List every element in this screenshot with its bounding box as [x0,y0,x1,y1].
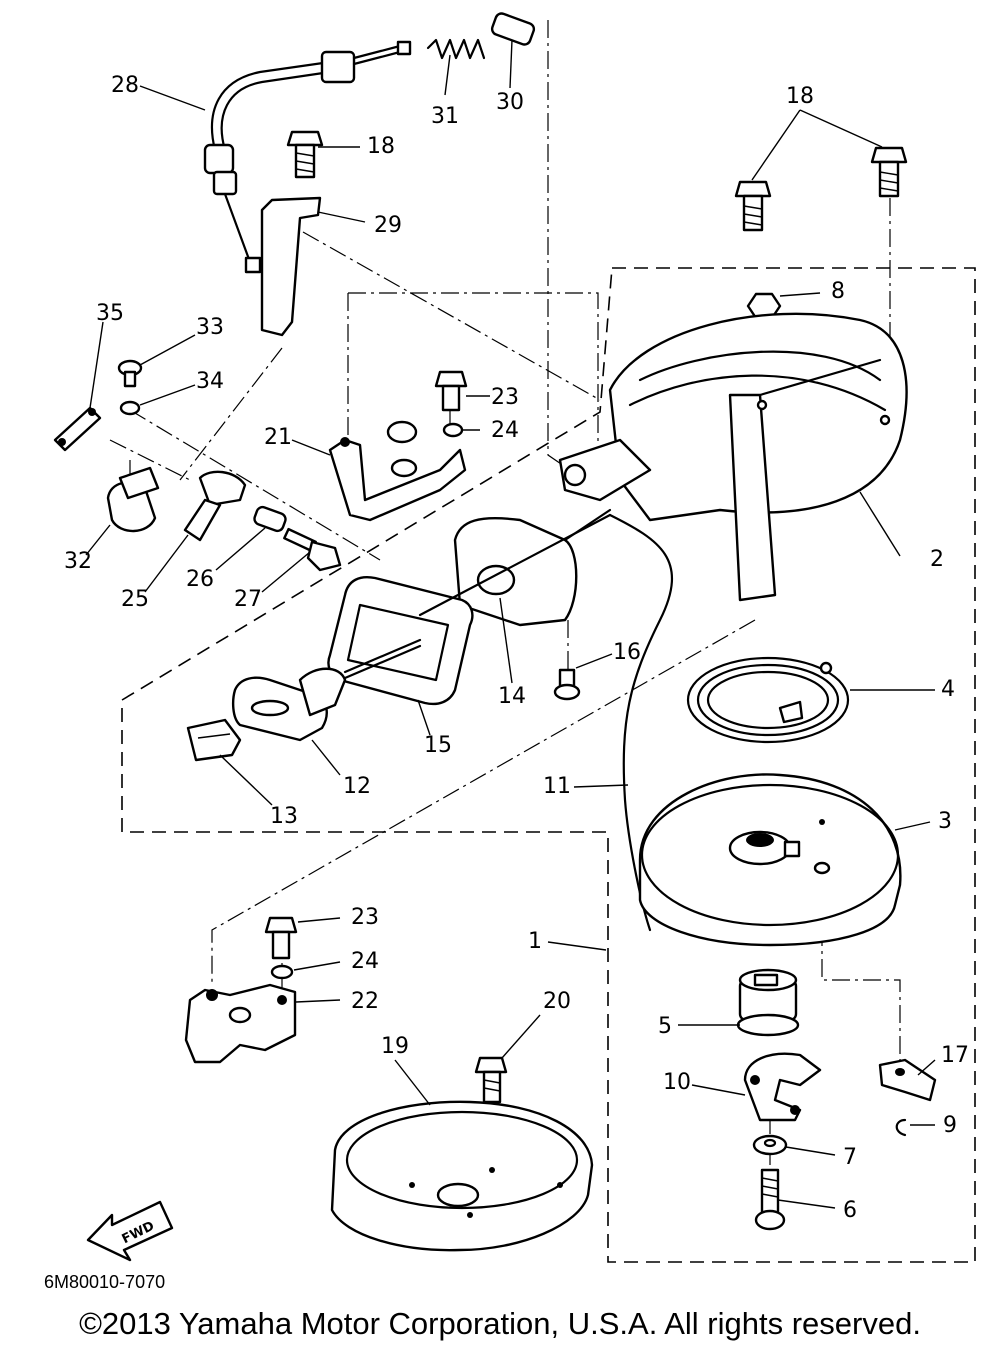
part-32-cam [106,466,160,533]
part-12-handle [231,638,422,742]
part-18-bolt-b [734,180,772,232]
label-part-22: 22 [351,989,379,1014]
drawing-code: 6M80010-7070 [44,1272,165,1292]
part-23-bolt-upper [434,370,468,412]
part-28-cable [203,40,412,274]
part-21-bracket [328,420,467,522]
part-34-washer [119,400,141,416]
copyright-notice: ©2013 Yamaha Motor Corporation, U.S.A. A… [79,1306,921,1341]
part-35-link [53,406,102,452]
label-part-9: 9 [943,1113,957,1138]
part-7-washer [752,1134,788,1156]
part-24-washer-upper [442,422,464,438]
label-part-4: 4 [941,677,955,702]
label-part-33: 33 [196,315,224,340]
part-13-insert [186,718,242,762]
label-part-27: 27 [234,587,262,612]
label-part-25: 25 [121,587,149,612]
label-part-32: 32 [64,549,92,574]
part-3-sheave-drum [638,773,902,947]
label-part-14: 14 [498,684,526,709]
part-18-bolt-c [870,146,908,198]
label-part-20: 20 [543,989,571,1014]
label-part-16: 16 [613,640,641,665]
label-part-34: 34 [196,369,224,394]
part-17-lever [878,1058,937,1102]
part-11-rope [418,513,673,932]
label-part-12: 12 [343,774,371,799]
part-19-cover-plate [330,1100,594,1252]
label-part-24-upper: 24 [491,418,519,443]
label-part-29: 29 [374,213,402,238]
label-part-8: 8 [831,279,845,304]
part-9-clip [895,1118,907,1137]
label-part-7: 7 [843,1145,857,1170]
label-part-26: 26 [186,567,214,592]
part-30-fitting [490,12,536,46]
label-part-18-b: 18 [786,84,814,109]
label-part-18-a: 18 [367,134,395,159]
label-part-15: 15 [424,733,452,758]
label-part-10: 10 [663,1070,691,1095]
part-33-screw [117,359,143,388]
part-23-bolt-lower [264,916,298,960]
label-part-24-lower: 24 [351,949,379,974]
part-15-grommet [327,576,474,706]
label-part-6: 6 [843,1198,857,1223]
label-part-21: 21 [264,425,292,450]
label-part-5: 5 [658,1014,672,1039]
label-part-1: 1 [528,929,542,954]
label-part-28: 28 [111,73,139,98]
label-part-13: 13 [270,804,298,829]
part-24-washer-lower [270,964,294,980]
part-labels: 28 31 30 18 18 29 8 35 33 34 23 24 21 2 … [64,73,969,1223]
part-2-starter-case [558,312,908,602]
part-25-lever [183,470,247,542]
part-16-screw [553,668,581,701]
label-part-2: 2 [930,547,944,572]
label-part-30: 30 [496,90,524,115]
part-10-pawl [743,1052,822,1122]
part-26-collar [253,505,287,533]
part-4-spiral-spring [686,656,850,744]
part-20-bolt [474,1056,508,1104]
label-part-19: 19 [381,1034,409,1059]
leader-lines [85,39,936,1209]
fwd-arrow-icon: FWD [86,1200,174,1262]
label-part-3: 3 [938,809,952,834]
label-part-35: 35 [96,301,124,326]
label-part-11: 11 [543,774,571,799]
label-part-23-lower: 23 [351,905,379,930]
part-5-spacer [736,968,800,1037]
part-22-bracket [184,983,297,1064]
assembly-boundary [121,267,976,1263]
label-part-31: 31 [431,104,459,129]
part-18-bolt-a [286,130,324,179]
part-6-bolt [754,1168,786,1231]
part-29-bracket [260,196,322,337]
label-part-17: 17 [941,1043,969,1068]
part-27-bolt [283,527,342,572]
part-31-spring [426,38,486,60]
label-part-23-upper: 23 [491,385,519,410]
